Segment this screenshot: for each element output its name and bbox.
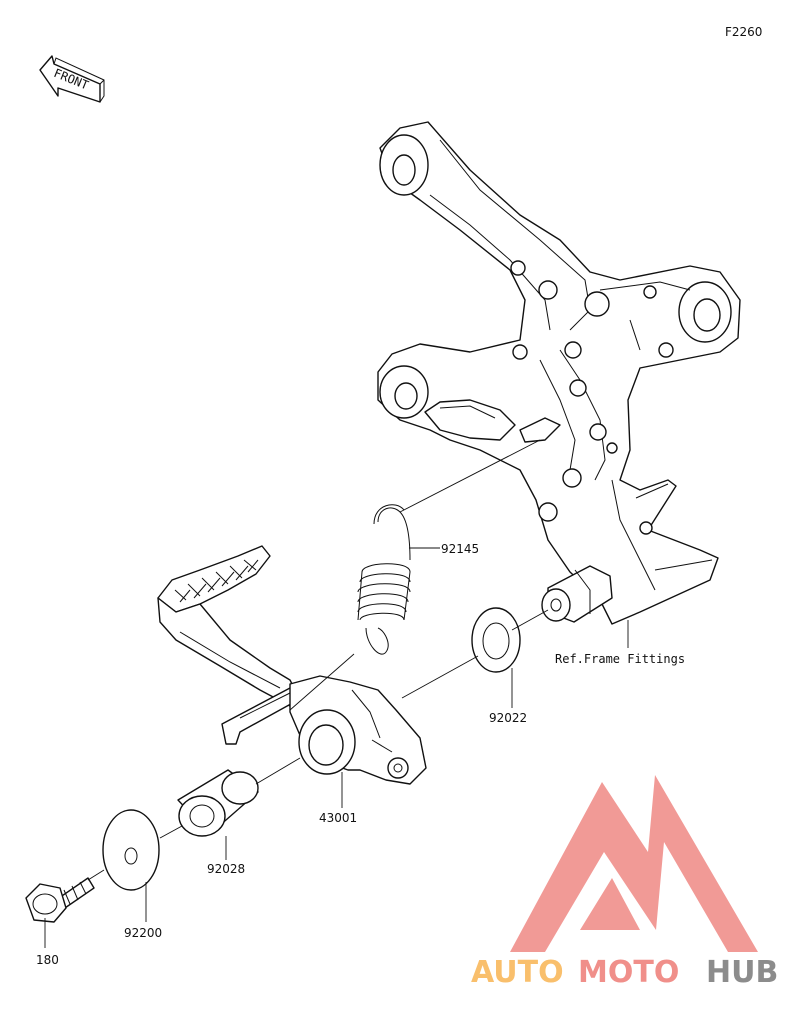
washer-92022 xyxy=(471,607,521,673)
part-number-92028: 92028 xyxy=(207,862,245,876)
watermark-wordmark: AUTO MOTO HUB xyxy=(471,955,778,990)
bolt-180 xyxy=(25,877,95,923)
watermark-word-auto: AUTO xyxy=(471,955,564,990)
axis-line-1 xyxy=(87,869,105,881)
front-arrow-icon: FRONT xyxy=(39,55,105,103)
part-number-43001: 43001 xyxy=(319,811,357,825)
washer-92200 xyxy=(102,809,160,891)
axis-line-2 xyxy=(159,825,183,839)
return-spring-92145 xyxy=(357,504,411,655)
automotohub-logo-icon xyxy=(510,775,758,952)
axis-line-6 xyxy=(399,439,541,513)
reference-note: Ref.Frame Fittings xyxy=(555,652,685,666)
part-number-92200: 92200 xyxy=(124,926,162,940)
figure-code: F2260 xyxy=(725,25,762,39)
axis-line-3 xyxy=(255,757,301,785)
part-number-92022: 92022 xyxy=(489,711,527,725)
frame-bracket xyxy=(377,121,741,625)
axis-line-5 xyxy=(511,609,549,631)
watermark-word-hub: HUB xyxy=(706,955,778,990)
axis-line-7 xyxy=(289,653,355,711)
watermark-word-moto: MOTO xyxy=(578,955,679,990)
brake-pedal-43001 xyxy=(157,545,427,785)
part-number-92145: 92145 xyxy=(441,542,479,556)
part-number-180: 180 xyxy=(36,953,59,967)
axis-line-4 xyxy=(401,655,479,699)
collar-92028 xyxy=(177,769,259,837)
